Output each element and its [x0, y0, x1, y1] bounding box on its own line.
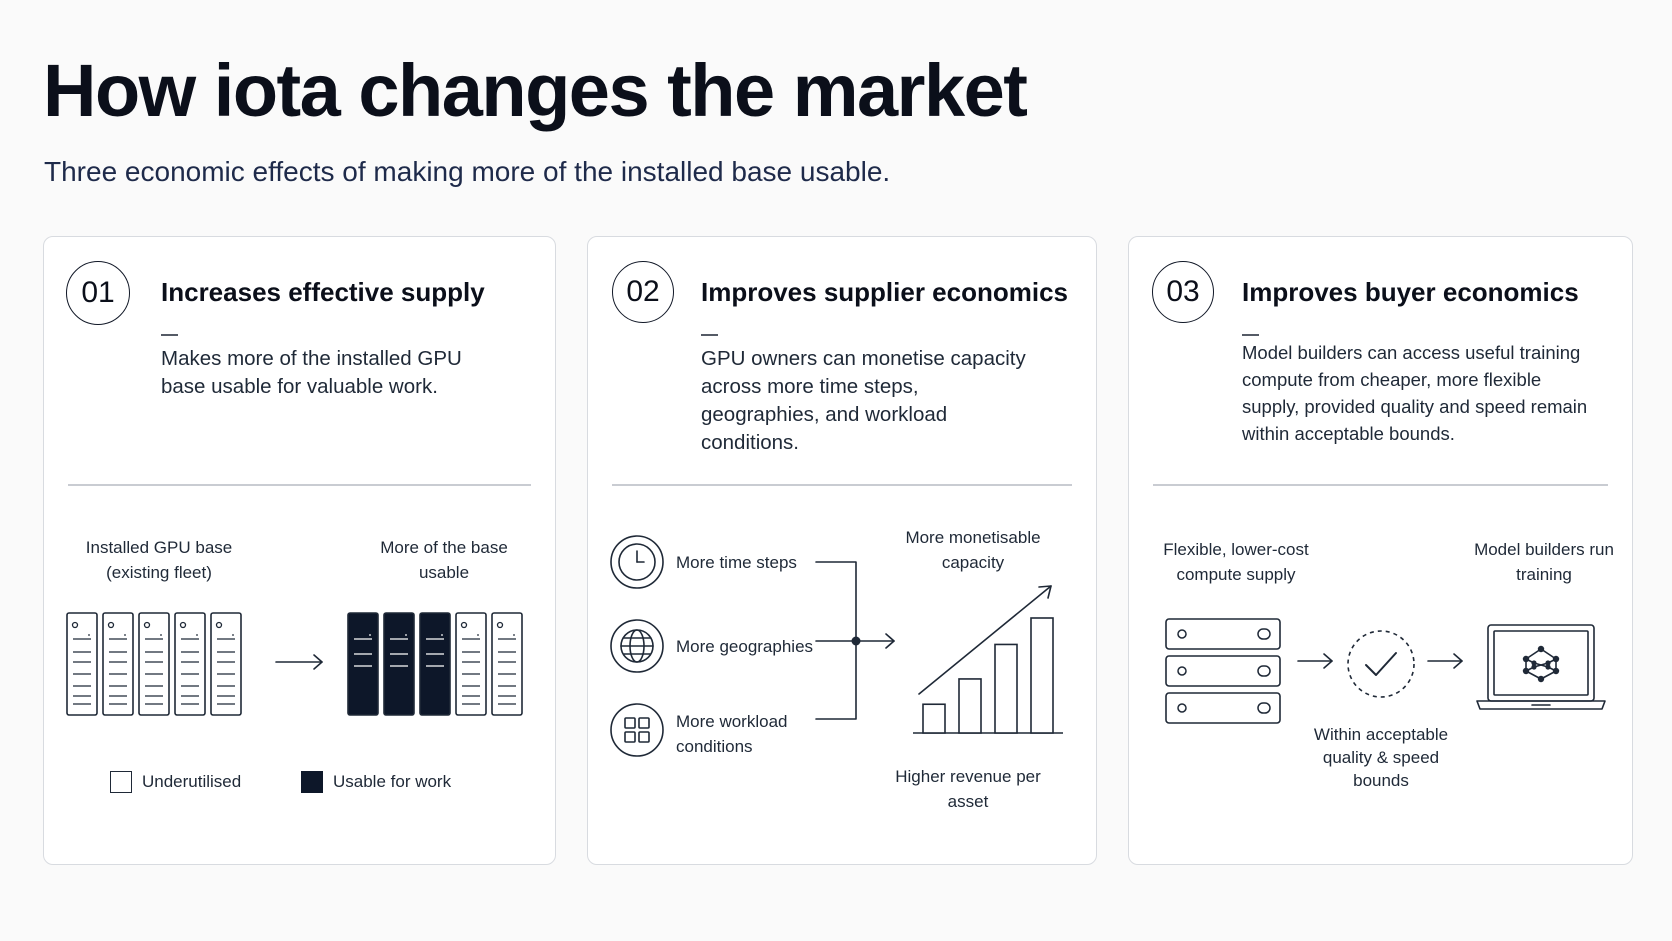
legend-label: Usable for work — [333, 772, 452, 791]
laptop-network-icon — [1476, 624, 1606, 710]
card-number: 03 — [1152, 261, 1214, 323]
chart-bar — [958, 678, 982, 734]
page-subtitle: Three economic effects of making more of… — [44, 156, 891, 187]
card-divider — [612, 484, 1072, 486]
gpu-rack-usable — [419, 612, 451, 716]
card-description: Model builders can access useful trainin… — [1242, 342, 1588, 444]
input-label-time: More time steps — [676, 553, 797, 572]
chart-bar — [1030, 617, 1054, 734]
server-unit-icon — [1165, 692, 1281, 724]
grid-icon — [610, 703, 664, 757]
card-increases-supply: 01 Increases effective supply Makes more… — [43, 236, 556, 865]
server-unit-icon — [1165, 655, 1281, 687]
chart-bar — [994, 643, 1018, 734]
server-unit-icon — [1165, 618, 1281, 650]
arrow-right-icon — [1427, 653, 1463, 669]
trend-arrow-line — [918, 585, 1052, 695]
merge-connector — [815, 561, 895, 720]
quality-bounds-label: Within acceptable quality & speed bounds — [1313, 725, 1449, 790]
input-label-geo: More geographies — [676, 637, 814, 656]
title-dash — [701, 334, 718, 336]
title-dash — [161, 334, 178, 336]
globe-icon — [610, 619, 664, 673]
model-builders-label: Model builders run training — [1474, 540, 1614, 584]
gpu-rack-underutilised — [138, 612, 170, 716]
gpu-rack-underutilised — [491, 612, 523, 716]
legend-underutilised: Underutilised — [110, 771, 241, 793]
card-divider — [68, 484, 531, 486]
usable-base-label: More of the base usable — [380, 538, 508, 582]
page-title: How iota changes the market — [43, 49, 1028, 132]
server-stack-diagram — [1165, 618, 1281, 724]
card-title: Increases effective supply — [161, 277, 485, 307]
gpu-rack-usable — [347, 612, 379, 716]
title-dash — [1242, 334, 1259, 336]
installed-base-label: Installed GPU base (existing fleet) — [85, 538, 233, 582]
card-title: Improves buyer economics — [1242, 277, 1579, 307]
gpu-rack-underutilised — [66, 612, 98, 716]
monetisable-capacity-label: More monetisable capacity — [905, 528, 1041, 572]
gpu-rack-underutilised — [455, 612, 487, 716]
check-badge-icon — [1347, 630, 1415, 698]
card-supplier-economics: 02 Improves supplier economics GPU owner… — [587, 236, 1097, 865]
gpu-rack-underutilised — [210, 612, 242, 716]
card-title: Improves supplier economics — [701, 277, 1069, 307]
usable-racks-diagram — [347, 612, 523, 716]
revenue-growth-chart — [913, 585, 1063, 734]
legend-usable: Usable for work — [301, 771, 451, 793]
card-description: Makes more of the installed GPU base usa… — [161, 347, 462, 398]
card-divider — [1153, 484, 1608, 486]
trend-arrow-head-icon — [1038, 585, 1052, 599]
installed-racks-diagram — [66, 612, 242, 716]
filled-swatch-icon — [301, 771, 323, 793]
compute-supply-label: Flexible, lower-cost compute supply — [1163, 540, 1309, 584]
arrow-right-icon — [1297, 653, 1333, 669]
outline-swatch-icon — [110, 771, 132, 793]
chart-bar — [922, 703, 946, 734]
input-label-workload: More workload conditions — [676, 712, 788, 756]
revenue-label: Higher revenue per asset — [895, 767, 1041, 811]
card-number: 01 — [66, 261, 130, 325]
legend-label: Underutilised — [142, 772, 242, 791]
gpu-rack-underutilised — [174, 612, 206, 716]
neural-network-icon — [1522, 645, 1560, 683]
card-description: GPU owners can monetise capacity across … — [701, 347, 1026, 454]
clock-icon — [610, 535, 664, 589]
gpu-rack-underutilised — [102, 612, 134, 716]
card-number: 02 — [612, 261, 674, 323]
gpu-rack-usable — [383, 612, 415, 716]
card-buyer-economics: 03 Improves buyer economics Model builde… — [1128, 236, 1633, 865]
arrow-right-icon — [275, 654, 323, 670]
